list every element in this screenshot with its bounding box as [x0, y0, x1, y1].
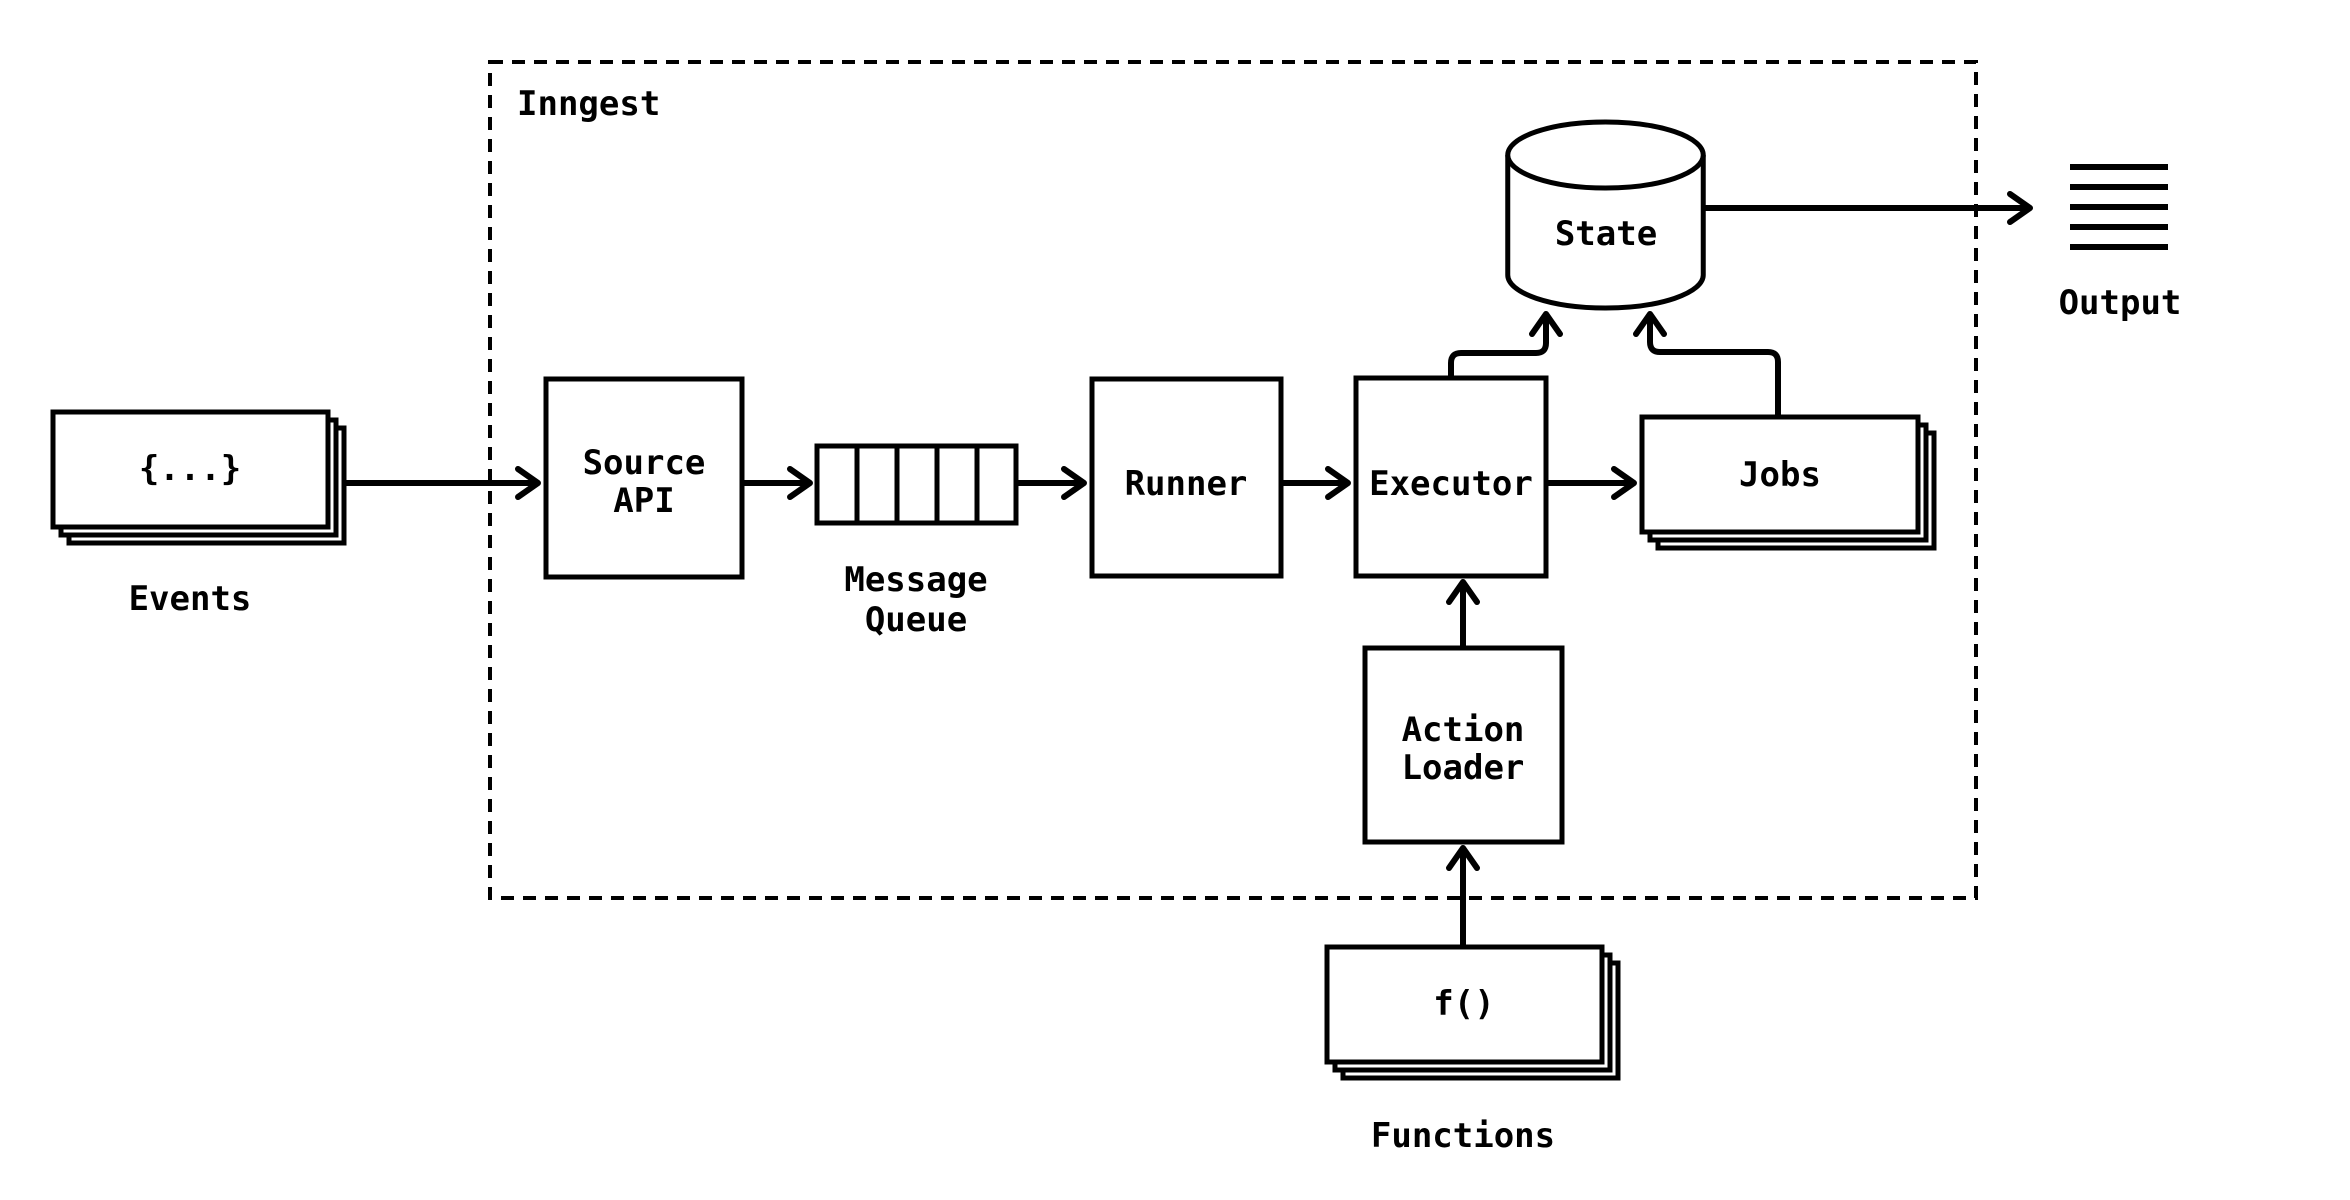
- state-cylinder-top: [1505, 119, 1706, 191]
- functions-icon-label: f(): [1433, 984, 1494, 1024]
- source-api-node: Source API: [543, 376, 745, 580]
- executor-box: [1353, 375, 1549, 579]
- message-queue-icon: [814, 443, 1019, 526]
- runner-box: [1089, 376, 1284, 579]
- output-lines-icon: [2070, 164, 2168, 250]
- executor-node: Executor: [1353, 375, 1549, 579]
- events-caption: Events: [129, 579, 252, 619]
- arrow-jobs-to-state: [1633, 311, 1781, 417]
- queue-outline: [814, 443, 1019, 526]
- runner-label: Runner: [1125, 464, 1248, 504]
- events-json-icon: {...}: [139, 449, 241, 489]
- functions-caption: Functions: [1371, 1116, 1555, 1156]
- executor-label: Executor: [1369, 464, 1533, 504]
- source-api-label-line2: API: [613, 481, 674, 521]
- source-api-label-line1: Source: [583, 443, 706, 483]
- action-loader-box: [1362, 645, 1565, 845]
- action-loader-label-line2: Loader: [1402, 748, 1525, 788]
- events-stack-box: [50, 409, 331, 530]
- message-queue-caption-line2: Queue: [865, 600, 967, 640]
- action-loader-node: Action Loader: [1362, 645, 1565, 845]
- inngest-label: Inngest: [517, 84, 660, 124]
- action-loader-label-line1: Action: [1402, 710, 1525, 750]
- message-queue-caption-line1: Message: [844, 560, 987, 600]
- source-api-box: [543, 376, 745, 580]
- state-label: State: [1555, 214, 1657, 254]
- jobs-label: Jobs: [1739, 455, 1821, 495]
- arrow-executor-to-state: [1448, 311, 1563, 378]
- state-database-cylinder: State: [1505, 119, 1706, 311]
- runner-node: Runner: [1089, 376, 1284, 579]
- events-stack: {...}: [50, 409, 347, 546]
- state-cylinder-body: [1505, 155, 1706, 311]
- functions-stack-box: [1324, 944, 1605, 1065]
- jobs-stack: Jobs: [1639, 414, 1937, 551]
- jobs-stack-box: [1639, 414, 1921, 535]
- output-caption: Output: [2059, 283, 2182, 323]
- functions-stack: f(): [1324, 944, 1621, 1081]
